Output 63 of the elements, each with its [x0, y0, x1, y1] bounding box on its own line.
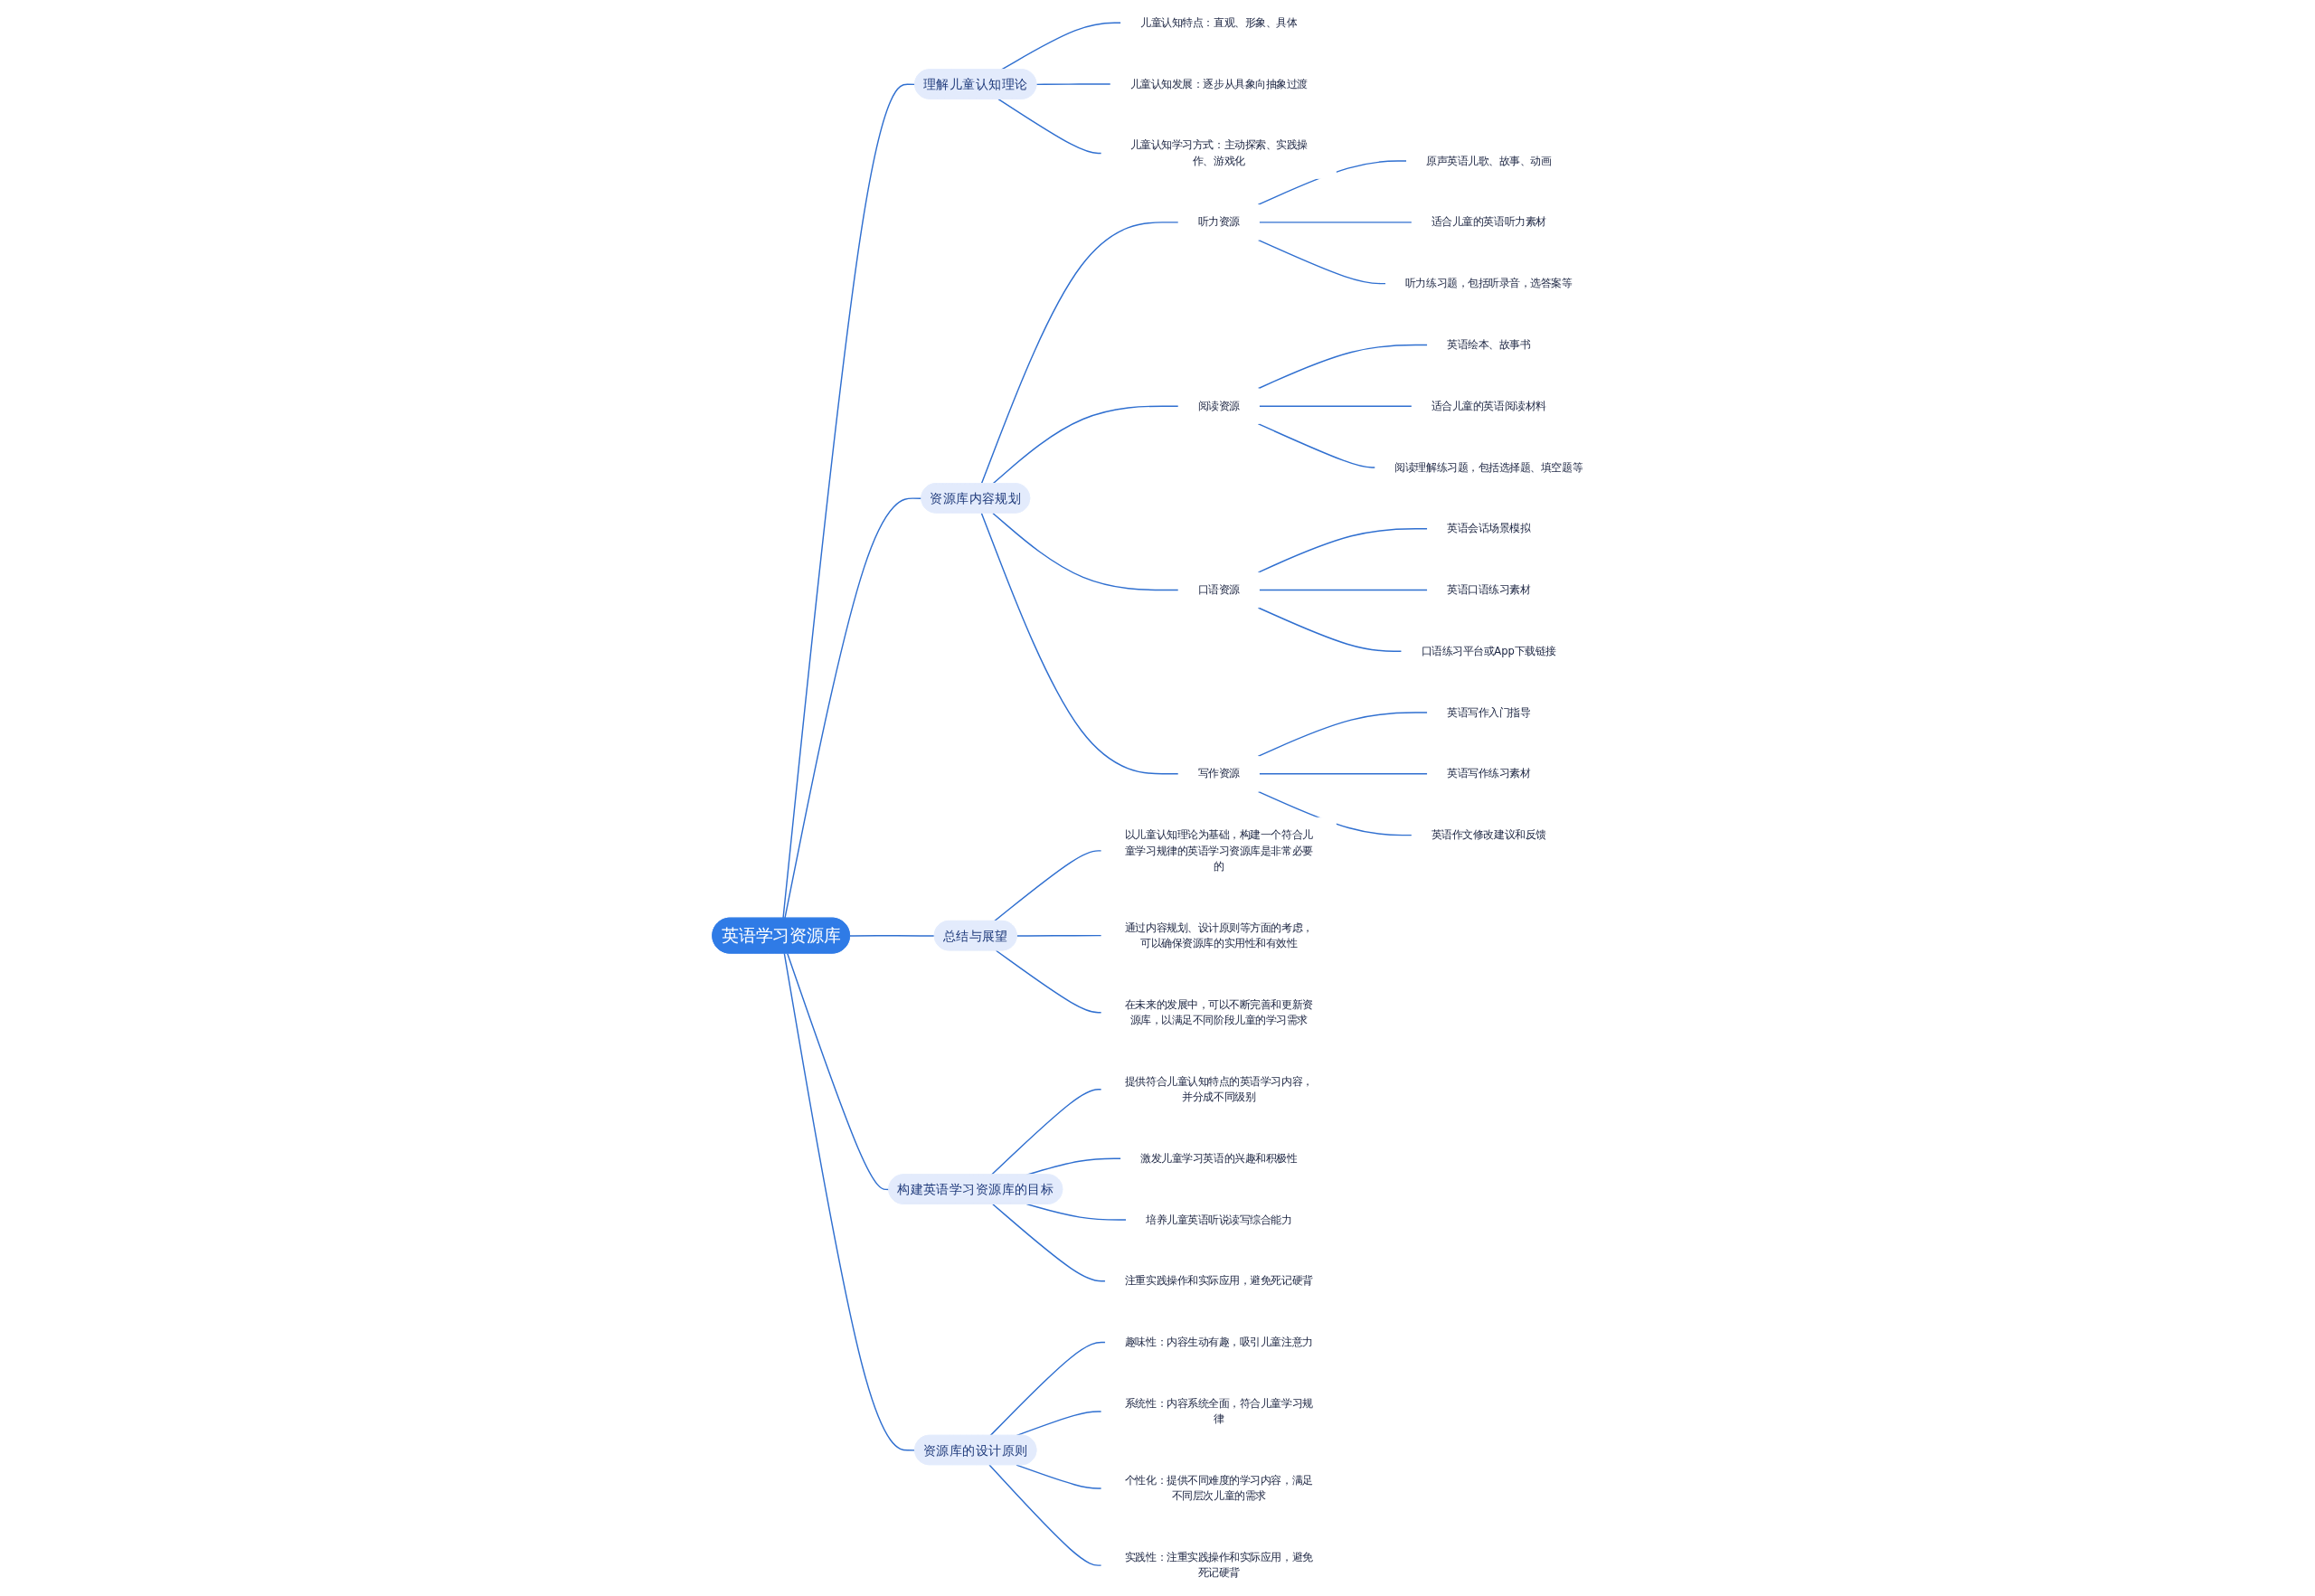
- connector: [1259, 773, 1429, 775]
- connector: [1257, 712, 1429, 758]
- connector: [988, 1464, 1102, 1566]
- node-text: 口语资源: [1197, 583, 1241, 596]
- connector: [1257, 528, 1429, 573]
- node-text: 以儿童认知理论为基础，构建一个符合儿童学习规律的英语学习资源库是非常必要的: [1125, 828, 1313, 873]
- node-text: 英语绘本、故事书: [1447, 338, 1531, 351]
- node-text: 个性化：提供不同难度的学习内容，满足不同层次儿童的需求: [1125, 1474, 1313, 1503]
- connector: [1257, 239, 1387, 285]
- connector: [849, 935, 936, 937]
- node-text: 口语练习平台或App下载链接: [1421, 645, 1557, 657]
- connector: [1257, 160, 1408, 206]
- node-text: 儿童认知特点：直观、形象、具体: [1140, 16, 1298, 29]
- connector: [994, 850, 1102, 922]
- node-text: 激发儿童学习英语的兴趣和积极性: [1140, 1152, 1298, 1165]
- node-text: 通过内容规划、设计原则等方面的考虑，可以确保资源库的实用性和有效性: [1125, 921, 1313, 949]
- connector: [1000, 22, 1122, 71]
- node-text: 阅读理解练习题，包括选择题、填空题等: [1394, 460, 1583, 474]
- connector: [1016, 1464, 1102, 1489]
- connector: [1259, 222, 1413, 223]
- connector: [990, 1089, 1102, 1176]
- node-text: 实践性：注重实践操作和实际应用，避免死记硬背: [1125, 1551, 1313, 1580]
- node-text: 阅读资源: [1197, 399, 1241, 412]
- node-text: 写作资源: [1197, 767, 1241, 780]
- node-text: 儿童认知学习方式：主动探索、实践操作、游戏化: [1129, 138, 1309, 167]
- node-text: 英语会话场景模拟: [1447, 522, 1531, 535]
- connector: [1259, 405, 1413, 407]
- connector: [1257, 607, 1403, 652]
- connector: [1259, 589, 1429, 591]
- connector: [989, 1341, 1107, 1437]
- node-text: 注重实践操作和实际应用，避免死记硬背: [1125, 1274, 1313, 1288]
- connector: [992, 512, 1180, 591]
- connector: [992, 1203, 1107, 1282]
- node-text: 系统性：内容系统全面，符合儿童学习规律: [1125, 1397, 1313, 1426]
- node-text: 适合儿童的英语听力素材: [1432, 215, 1546, 229]
- node-text: 适合儿童的英语阅读材料: [1432, 399, 1546, 412]
- node-text: 儿童认知发展：逐步从具象向抽象过渡: [1129, 77, 1309, 90]
- connector: [783, 952, 916, 1451]
- connector: [992, 405, 1180, 485]
- node-text: 提供符合儿童认知特点的英语学习内容，并分成不同级别: [1125, 1074, 1313, 1103]
- node-text: 在未来的发展中，可以不断完善和更新资源库，以满足不同阶段儿童的学习需求: [1125, 997, 1313, 1026]
- connector: [1257, 422, 1376, 468]
- connector: [1016, 934, 1102, 937]
- connector: [1257, 344, 1429, 390]
- connector: [1257, 790, 1413, 836]
- node-text: 听力练习题，包括听录音，选答案等: [1405, 277, 1573, 290]
- connector: [980, 222, 1180, 485]
- node-text: 英语写作练习素材: [1447, 767, 1531, 780]
- node-text: 英语口语练习素材: [1447, 583, 1531, 596]
- node-text: 听力资源: [1197, 215, 1241, 229]
- connector: [784, 497, 923, 920]
- connector: [997, 98, 1102, 155]
- connector: [1035, 83, 1112, 86]
- connector: [1016, 1411, 1102, 1437]
- node-text: 培养儿童英语听说读写综合能力: [1146, 1213, 1292, 1226]
- connector: [782, 83, 916, 920]
- node-text: 英语写作入门指导: [1447, 705, 1531, 719]
- connector: [996, 949, 1102, 1014]
- connector: [980, 512, 1180, 775]
- node-text: 英语作文修改建议和反馈: [1432, 828, 1546, 842]
- connector: [787, 952, 891, 1191]
- node-text: 原声英语儿歌、故事、动画: [1426, 154, 1552, 167]
- node-text: 趣味性：内容生动有趣，吸引儿童注意力: [1125, 1336, 1313, 1349]
